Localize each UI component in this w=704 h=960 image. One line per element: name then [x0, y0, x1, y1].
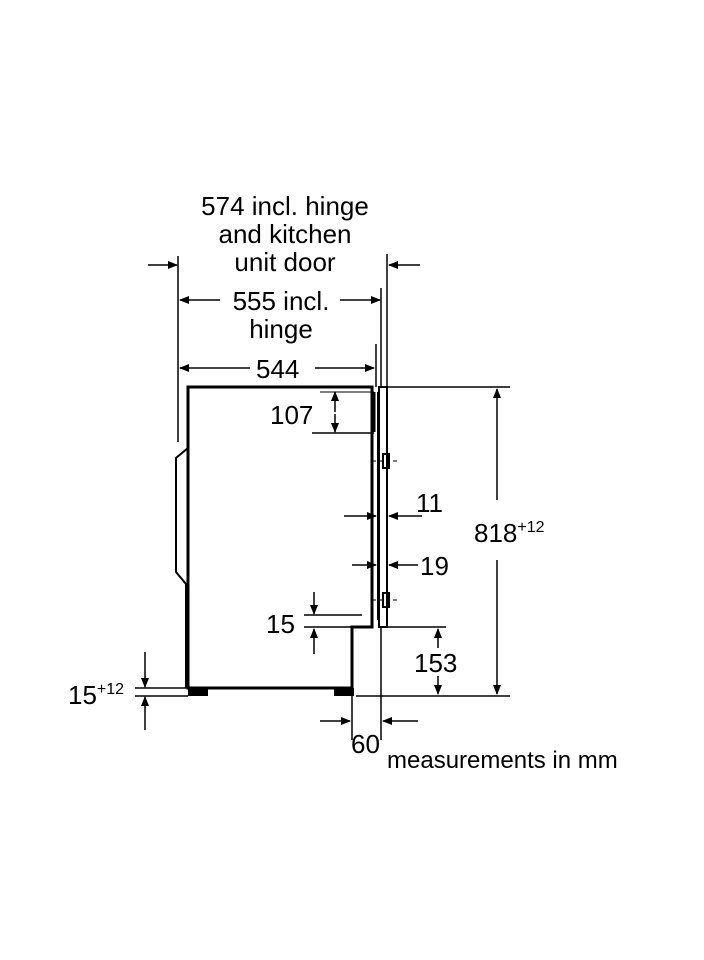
label-544: 544: [256, 354, 300, 384]
label-foot: 15+12: [68, 680, 125, 710]
label-818-base: 818: [474, 518, 518, 548]
measurement-note: measurements in mm: [387, 747, 618, 774]
rear-profile: [175, 447, 189, 688]
label-574-line1: 574 incl. hinge: [201, 191, 369, 221]
label-60: 60: [351, 729, 380, 759]
front-foot: [334, 688, 354, 696]
appliance-body-outline: [186, 385, 374, 690]
label-foot-tolerance: +12: [96, 681, 125, 698]
label-107: 107: [270, 400, 314, 430]
label-818: 818+12: [474, 518, 545, 548]
rear-foot: [188, 688, 208, 696]
label-foot-base: 15: [68, 680, 97, 710]
label-555: 555 incl. hinge: [206, 288, 356, 342]
label-11: 11: [416, 488, 443, 518]
label-19: 19: [420, 551, 449, 581]
label-153: 153: [414, 648, 458, 678]
label-15: 15: [266, 609, 295, 639]
label-574-line3: unit door: [234, 247, 336, 277]
label-574: 574 incl. hinge and kitchen unit door: [160, 193, 410, 275]
label-555-line2: hinge: [249, 314, 313, 344]
label-574-line2: and kitchen: [218, 219, 352, 249]
label-555-line1: 555 incl.: [232, 286, 330, 316]
label-818-tolerance: +12: [517, 519, 545, 536]
kitchen-unit-door: [378, 386, 388, 628]
